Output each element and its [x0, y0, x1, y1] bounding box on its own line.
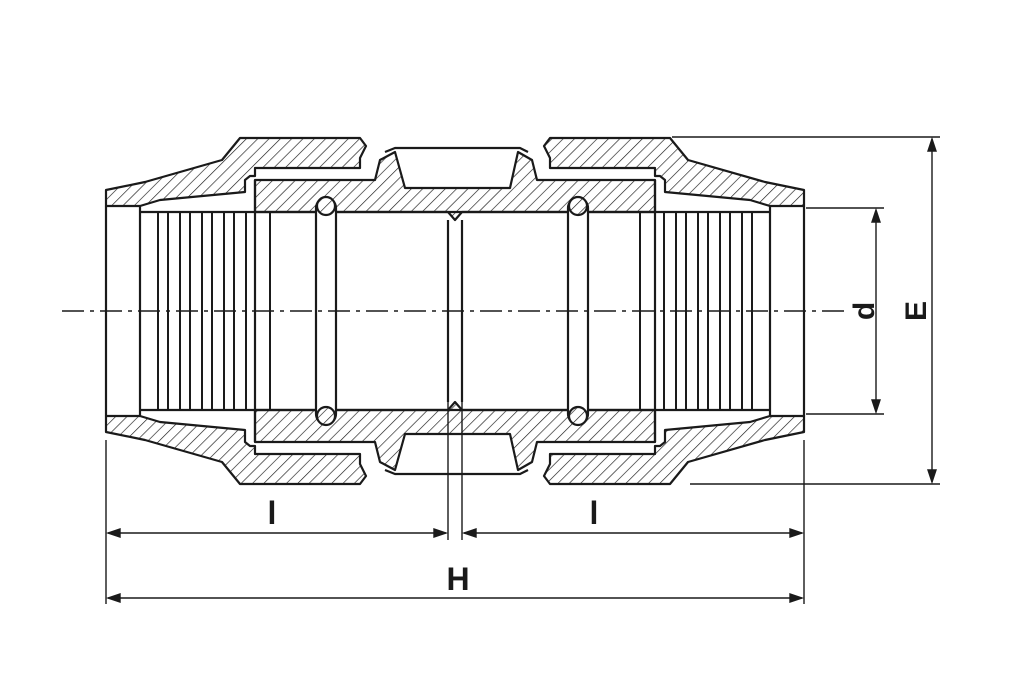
dim-label-E: E: [900, 301, 933, 321]
center-ring-top-outline: [384, 146, 529, 154]
right-nut-bottom-section: [542, 414, 806, 486]
right-nut-top-section: [542, 136, 806, 208]
center-ring-bottom-outline: [384, 468, 529, 476]
dim-label-H: H: [446, 561, 469, 597]
left-nut-top-section: [104, 136, 368, 208]
left-nut-bottom-section: [104, 414, 368, 486]
central-body-bottom-section: [253, 400, 657, 472]
dimension-lines: [105, 136, 940, 604]
central-body-top-section: [253, 150, 657, 222]
dim-label-l-right: l: [590, 495, 599, 531]
dim-label-l-left: l: [268, 495, 277, 531]
coupling-body: [104, 136, 806, 486]
right-grip-ring: [639, 212, 753, 410]
dim-label-d: d: [848, 302, 881, 320]
left-o-ring: [314, 195, 338, 427]
